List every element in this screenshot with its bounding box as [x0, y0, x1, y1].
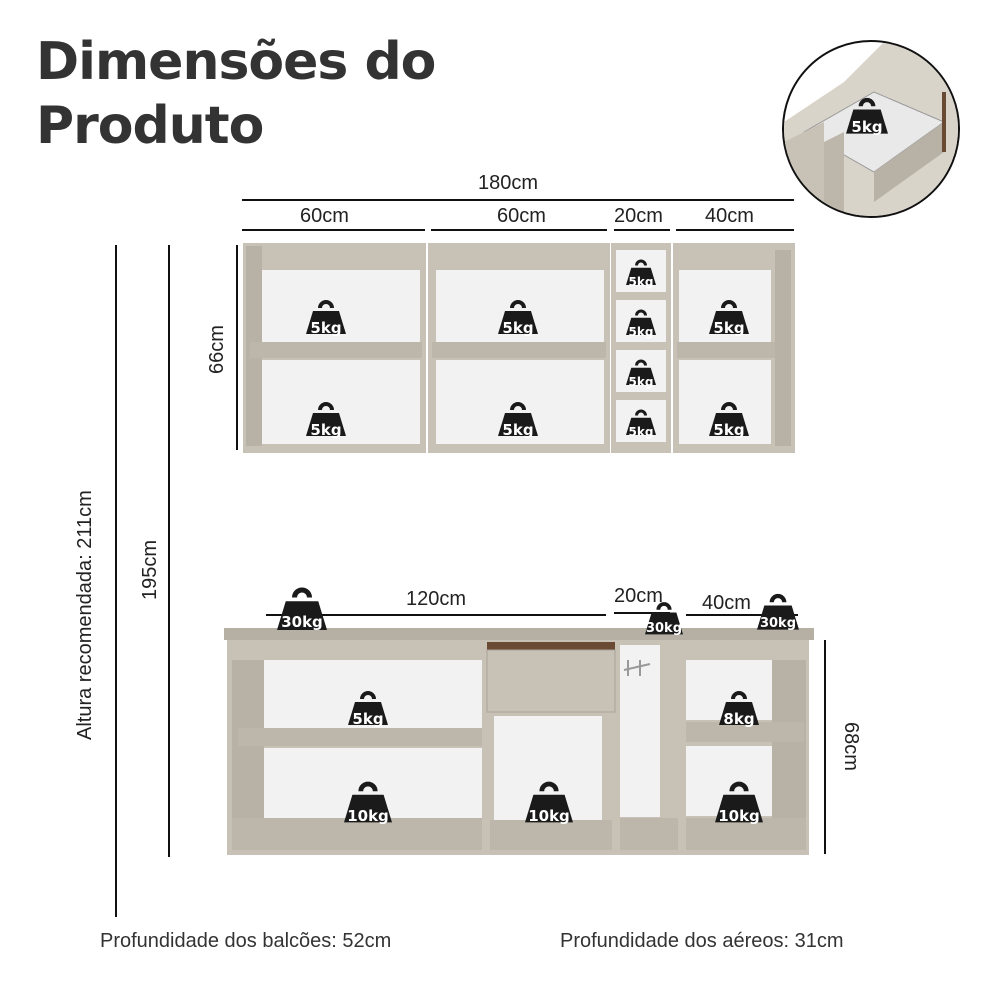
weight-label: 5kg: [352, 710, 383, 728]
weight-label: 5kg: [713, 319, 744, 337]
weight-icon: 5kg: [846, 100, 888, 136]
weight-icon: 8kg: [717, 691, 761, 728]
title-line-2: Produto: [36, 96, 264, 156]
drawer-detail-inset: 5kg: [782, 40, 960, 218]
balcao-width-3: 40cm: [702, 592, 751, 614]
weight-icon: 5kg: [707, 300, 751, 337]
page-title: Dimensões do Produto: [36, 30, 436, 158]
weight-icon: 10kg: [715, 784, 763, 825]
weight-icon: 5kg: [496, 300, 540, 337]
weight-icon: 30kg: [277, 590, 327, 631]
weight-label: 5kg: [629, 425, 654, 439]
title-line-1: Dimensões do: [36, 32, 436, 92]
total-height-line: [168, 245, 170, 857]
weight-icon: 5kg: [304, 402, 348, 439]
weight-label: 30kg: [281, 613, 323, 631]
balcao-cabinet: [224, 628, 814, 855]
balcao-width-1: 120cm: [406, 588, 467, 610]
weight-icon: 10kg: [525, 784, 573, 825]
weight-icon: 5kg: [496, 402, 540, 439]
balcao-width-3-line: [686, 614, 798, 616]
balcoes-depth-label: Profundidade dos balcões: 52cm: [100, 930, 392, 952]
recommended-height-line: [115, 245, 117, 917]
aereo-module-3-width: 20cm: [614, 205, 663, 227]
weight-label: 5kg: [310, 319, 341, 337]
weight-icon: 5kg: [304, 300, 348, 337]
aereo-module-1-width: 60cm: [300, 205, 349, 227]
weight-label: 5kg: [851, 118, 882, 136]
weight-label: 10kg: [347, 807, 389, 825]
balcao-width-2-line: [614, 612, 670, 614]
aereo-total-width-line: [242, 199, 794, 201]
aereo-cabinet: [243, 243, 795, 453]
aereo-module-4-line: [676, 229, 794, 231]
drawer-illustration: 5kg: [784, 42, 958, 216]
balcao-width-2: 20cm: [614, 585, 663, 607]
weight-label: 5kg: [502, 421, 533, 439]
aereo-height-line: [236, 245, 238, 450]
balcao-width-1-line: [266, 614, 606, 616]
weight-label: 5kg: [310, 421, 341, 439]
weight-icon: 30kg: [643, 602, 685, 637]
weight-label: 30kg: [760, 616, 796, 631]
weight-label: 5kg: [629, 325, 654, 339]
aereo-module-3-line: [614, 229, 670, 231]
weight-label: 5kg: [629, 375, 654, 389]
balcao-height-line: [824, 640, 826, 854]
weight-label: 5kg: [713, 421, 744, 439]
weight-icon: 5kg: [624, 359, 658, 389]
weight-icon: 5kg: [624, 409, 658, 439]
weight-label: 8kg: [723, 710, 754, 728]
weight-label: 5kg: [629, 275, 654, 289]
weight-label: 10kg: [718, 807, 760, 825]
aereo-module-4-width: 40cm: [705, 205, 754, 227]
weight-label: 5kg: [502, 319, 533, 337]
aereo-total-width-label: 180cm: [478, 172, 539, 194]
weight-icon: 5kg: [624, 309, 658, 339]
aereo-module-2-width: 60cm: [497, 205, 546, 227]
aereo-module-2-line: [431, 229, 607, 231]
weight-icon: 30kg: [757, 596, 799, 631]
weight-label: 30kg: [646, 621, 682, 636]
weight-icon: 10kg: [344, 784, 392, 825]
weight-icon: 5kg: [346, 691, 390, 728]
aereo-module-1-line: [242, 229, 425, 231]
weight-label: 10kg: [528, 807, 570, 825]
weight-icon: 5kg: [707, 402, 751, 439]
aereos-depth-label: Profundidade dos aéreos: 31cm: [560, 930, 844, 952]
weight-icon: 5kg: [624, 259, 658, 289]
